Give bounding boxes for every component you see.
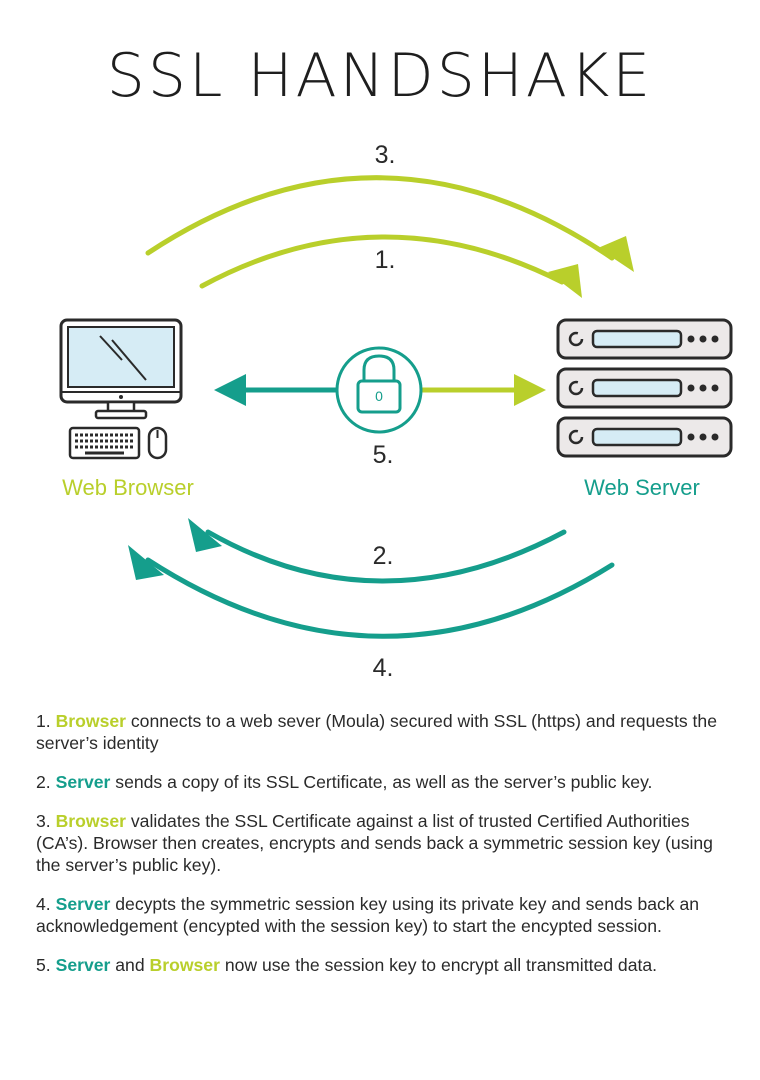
arrowhead-step-1 — [548, 264, 582, 298]
arrowhead-step-5-left — [214, 374, 246, 406]
page-title: SSL HANDSHAKE — [106, 41, 654, 111]
step-item-2: 2. Server sends a copy of its SSL Certif… — [36, 771, 726, 793]
step-item-5: 5. Server and Browser now use the sessio… — [36, 954, 726, 976]
server-unit — [556, 367, 733, 409]
step-joiner: and — [115, 955, 145, 975]
step-actor: Browser — [55, 811, 126, 831]
step-actor-2: Browser — [149, 955, 220, 975]
arrowhead-step-4 — [128, 545, 164, 580]
arrow-step-4 — [145, 557, 615, 639]
step-item-4: 4. Server decypts the symmetric session … — [36, 893, 726, 937]
step-actor: Server — [55, 772, 111, 792]
step-actor: Server — [55, 955, 111, 975]
arrow-label-step-4: 4. — [372, 654, 394, 682]
step-text: validates the SSL Certificate against a … — [36, 811, 713, 875]
mouse-icon — [147, 426, 168, 460]
arrow-label-step-5: 5. — [372, 441, 394, 469]
arrowhead-step-5-right — [514, 374, 546, 406]
step-number: 4. — [36, 894, 51, 914]
keyboard-icon — [68, 426, 141, 460]
step-item-3: 3. Browser validates the SSL Certificate… — [36, 810, 726, 876]
padlock-digit: 0 — [375, 388, 383, 404]
arrowhead-step-2 — [188, 518, 222, 552]
server-unit — [556, 416, 733, 458]
arrow-step-3 — [145, 175, 615, 261]
monitor-icon — [59, 318, 183, 420]
padlock-icon: 0 — [335, 346, 423, 434]
arrow-label-step-2: 2. — [372, 542, 394, 570]
web-server-label: Web Server — [584, 475, 700, 500]
arrow-step-1 — [199, 234, 565, 289]
step-text: decypts the symmetric session key using … — [36, 894, 700, 936]
steps-list: 1. Browser connects to a web sever (Moul… — [36, 710, 726, 993]
step-actor: Browser — [55, 711, 126, 731]
web-browser-label: Web Browser — [62, 475, 194, 500]
handshake-diagram: 0 — [59, 175, 733, 639]
arrowhead-step-3 — [598, 236, 634, 272]
step-number: 2. — [36, 772, 51, 792]
step-text: sends a copy of its SSL Certificate, as … — [115, 772, 653, 792]
step-text: connects to a web sever (Moula) secured … — [36, 711, 717, 753]
step-item-1: 1. Browser connects to a web sever (Moul… — [36, 710, 726, 754]
arrow-step-2 — [205, 529, 567, 584]
step-number: 5. — [36, 955, 51, 975]
server-unit — [556, 318, 733, 360]
step-number: 3. — [36, 811, 51, 831]
step-actor: Server — [55, 894, 111, 914]
step-number: 1. — [36, 711, 51, 731]
step-text: now use the session key to encrypt all t… — [224, 955, 658, 975]
arrow-label-step-3: 3. — [374, 141, 396, 169]
arrow-label-step-1: 1. — [374, 246, 396, 274]
server-rack-icon — [556, 318, 733, 458]
